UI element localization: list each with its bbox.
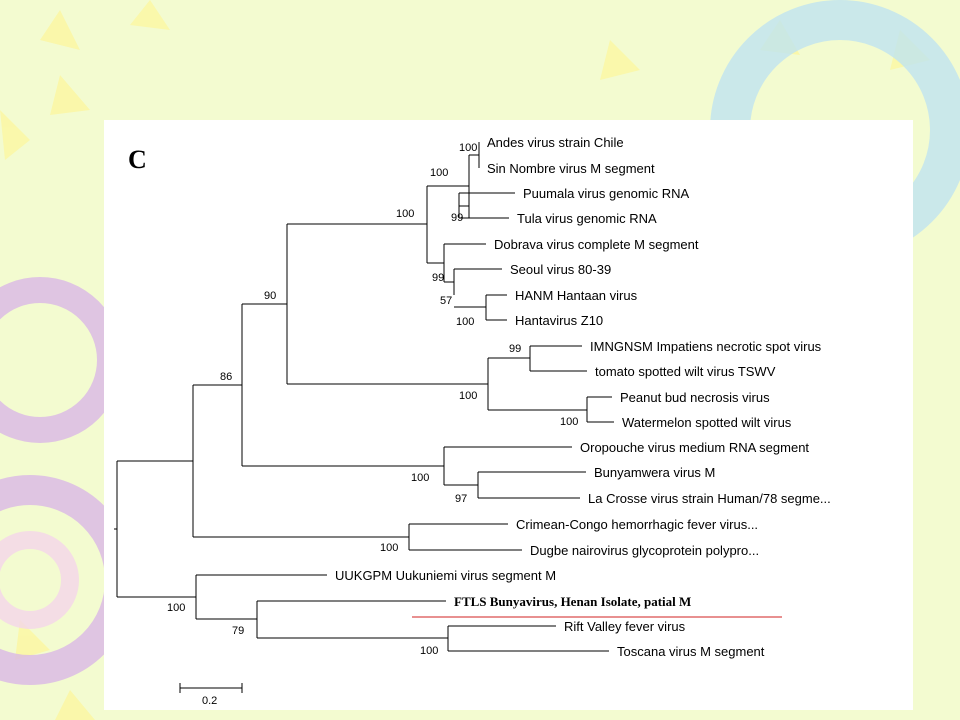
bootstrap-value: 100: [411, 472, 429, 484]
bootstrap-value: 86: [220, 371, 232, 383]
scale-bar: 0.2: [179, 683, 243, 707]
taxon-label-seoul: Seoul virus 80-39: [510, 262, 611, 277]
bootstrap-value: 100: [456, 316, 474, 328]
bootstrap-value: 100: [420, 645, 438, 657]
bootstrap-value: 99: [432, 272, 444, 284]
taxon-label-bunyamwera: Bunyamwera virus M: [594, 465, 715, 480]
taxon-label-toscana: Toscana virus M segment: [617, 644, 765, 659]
bootstrap-value: 99: [451, 212, 463, 224]
bootstrap-value: 100: [430, 167, 448, 179]
taxon-label-ftls: FTLS Bunyavirus, Henan Isolate, patial M: [454, 594, 691, 609]
bootstrap-value: 100: [380, 542, 398, 554]
taxon-label-lacrosse: La Crosse virus strain Human/78 segme...: [588, 491, 831, 506]
bootstrap-value: 99: [509, 343, 521, 355]
bootstrap-value: 100: [396, 208, 414, 220]
taxon-label-cchf: Crimean-Congo hemorrhagic fever virus...: [516, 517, 758, 532]
bootstrap-values: 100 100 99 99 100 57 100 99 100 100 90 97 100 86 100 10…: [167, 142, 578, 657]
taxon-label-hanm: HANM Hantaan virus: [515, 288, 638, 303]
bootstrap-value: 79: [232, 625, 244, 637]
taxon-label-peanut: Peanut bud necrosis virus: [620, 390, 770, 405]
taxon-label-oropouche: Oropouche virus medium RNA segment: [580, 440, 809, 455]
taxon-label-tswv: tomato spotted wilt virus TSWV: [595, 364, 776, 379]
taxon-label-sinnombre: Sin Nombre virus M segment: [487, 161, 655, 176]
scale-bar-label: 0.2: [202, 695, 217, 707]
taxon-label-dugbe: Dugbe nairovirus glycoprotein polypro...: [530, 543, 759, 558]
taxon-label-watermelon: Watermelon spotted wilt virus: [622, 415, 792, 430]
taxon-label-puumala: Puumala virus genomic RNA: [523, 186, 690, 201]
taxon-label-rvf: Rift Valley fever virus: [564, 619, 686, 634]
taxon-label-z10: Hantavirus Z10: [515, 313, 603, 328]
taxon-label-uukuniemi: UUKGPM Uukuniemi virus segment M: [335, 568, 556, 583]
bootstrap-value: 57: [440, 295, 452, 307]
phylogenetic-tree: C 10010099991005710099100100909710086100…: [114, 135, 831, 707]
bootstrap-value: 100: [167, 602, 185, 614]
tree-branches: [114, 142, 614, 652]
bootstrap-value: 90: [264, 290, 276, 302]
bootstrap-value: 97: [455, 493, 467, 505]
bootstrap-value: 100: [459, 390, 477, 402]
taxon-label-tula: Tula virus genomic RNA: [517, 211, 657, 226]
bootstrap-value: 100: [459, 142, 477, 154]
panel-letter: C: [128, 145, 147, 174]
taxon-label-dobrava: Dobrava virus complete M segment: [494, 237, 699, 252]
bootstrap-value: 100: [560, 416, 578, 428]
taxon-label-andes: Andes virus strain Chile: [487, 135, 624, 150]
taxon-label-imngnsm: IMNGNSM Impatiens necrotic spot virus: [590, 339, 822, 354]
